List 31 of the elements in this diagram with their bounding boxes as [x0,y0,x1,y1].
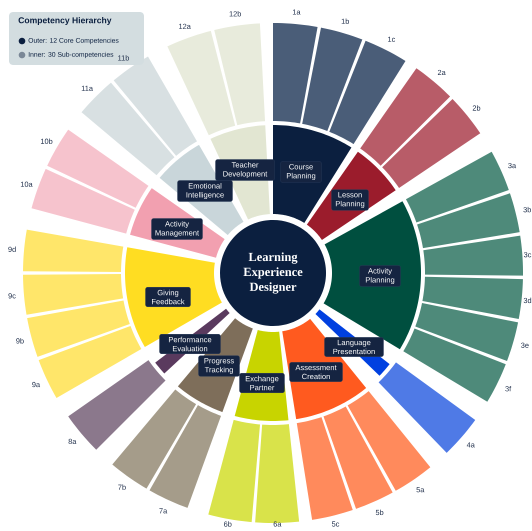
sub-segment [208,420,260,522]
sub-segment [23,230,124,272]
sub-segment [82,82,174,176]
sub-segment [403,328,506,402]
sub-segment [324,406,393,509]
sub-segment [38,326,142,398]
sub-segment [417,193,520,248]
sub-segment [296,417,353,520]
sub-segment [406,152,509,222]
core-segment [324,201,421,350]
sub-segment [114,56,197,156]
legend-title: Competency Hierarchy [18,17,112,25]
sub-segment [23,274,124,315]
sub-segment [255,424,300,523]
sub-segment [348,391,430,491]
sub-segment [32,168,135,234]
sub-segment [382,99,480,188]
sub-segment [27,300,130,357]
sub-segment [273,23,318,124]
sub-segment [150,405,222,508]
sub-segment [329,40,406,144]
sub-segment [378,362,476,453]
sub-segment [68,360,166,450]
sub-segment [415,303,518,361]
sub-segment [423,236,523,276]
sub-segment [360,68,450,166]
sub-segment [422,276,523,319]
sub-segment [167,30,236,136]
sub-segment [214,23,266,126]
sub-segment [112,389,196,489]
sub-segment [302,28,362,132]
